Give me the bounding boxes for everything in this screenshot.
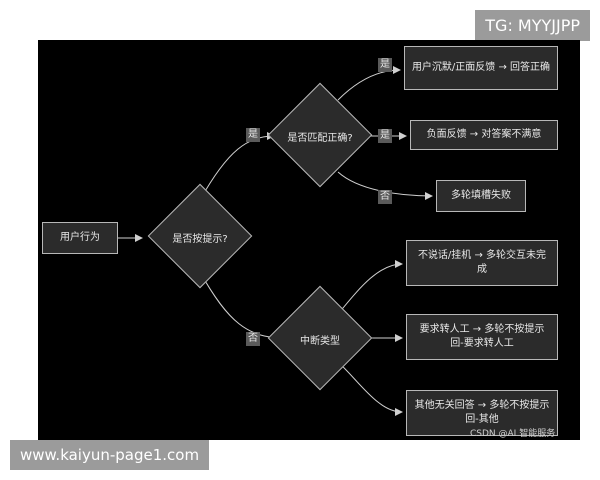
node-request-human: 要求转人工 → 多轮不按提示回-要求转人工 <box>406 314 558 360</box>
node-other-irrelevant: 其他无关回答 → 多轮不按提示回-其他 <box>406 390 558 436</box>
node-no-talk-hangup-label: 不说话/挂机 → 多轮交互未完成 <box>417 250 547 275</box>
edge-label-match-yes-2: 是 <box>378 129 392 143</box>
decision-prompted-label: 是否按提示? <box>172 234 228 245</box>
edge-prompted-no <box>199 271 285 342</box>
edge-interrupt-to-hangup <box>337 260 403 315</box>
node-multi-fill-fail-label: 多轮填槽失败 <box>451 190 511 201</box>
edge-label-prompted-no: 否 <box>246 332 260 346</box>
node-negative-feedback: 负面反馈 → 对答案不满意 <box>410 120 558 150</box>
watermark-bottom-left: www.kaiyun-page1.com <box>10 440 210 470</box>
decision-match-label: 是否匹配正确? <box>287 133 353 144</box>
node-other-irrelevant-label: 其他无关回答 → 多轮不按提示回-其他 <box>414 400 550 425</box>
edge-label-match-yes-1: 是 <box>378 58 392 72</box>
credit-text: CSDN @AI 智能服务 <box>470 429 556 439</box>
edge-label-prompted-yes: 是 <box>246 128 260 142</box>
node-multi-fill-fail: 多轮填槽失败 <box>436 180 526 212</box>
node-user-behavior-label: 用户行为 <box>60 232 100 243</box>
node-no-talk-hangup: 不说话/挂机 → 多轮交互未完成 <box>406 240 558 286</box>
edge-interrupt-to-other <box>337 361 403 416</box>
edge-label-match-no: 否 <box>378 190 392 204</box>
edge-prompted-yes <box>199 132 275 201</box>
flowchart-canvas: 用户行为 是否按提示? 是否匹配正确? 中断类型 用户沉默/正面反馈 → 回答正… <box>38 40 580 440</box>
node-user-behavior: 用户行为 <box>42 222 118 254</box>
watermark-top-right: TG: MYYJJPP <box>475 10 590 41</box>
node-silent-positive: 用户沉默/正面反馈 → 回答正确 <box>404 46 558 90</box>
edge-match-to-positive <box>337 66 401 101</box>
node-silent-positive-label: 用户沉默/正面反馈 → 回答正确 <box>411 62 551 73</box>
node-negative-feedback-label: 负面反馈 → 对答案不满意 <box>426 129 542 140</box>
node-request-human-label: 要求转人工 → 多轮不按提示回-要求转人工 <box>419 324 545 349</box>
decision-interrupt-label: 中断类型 <box>300 336 340 347</box>
